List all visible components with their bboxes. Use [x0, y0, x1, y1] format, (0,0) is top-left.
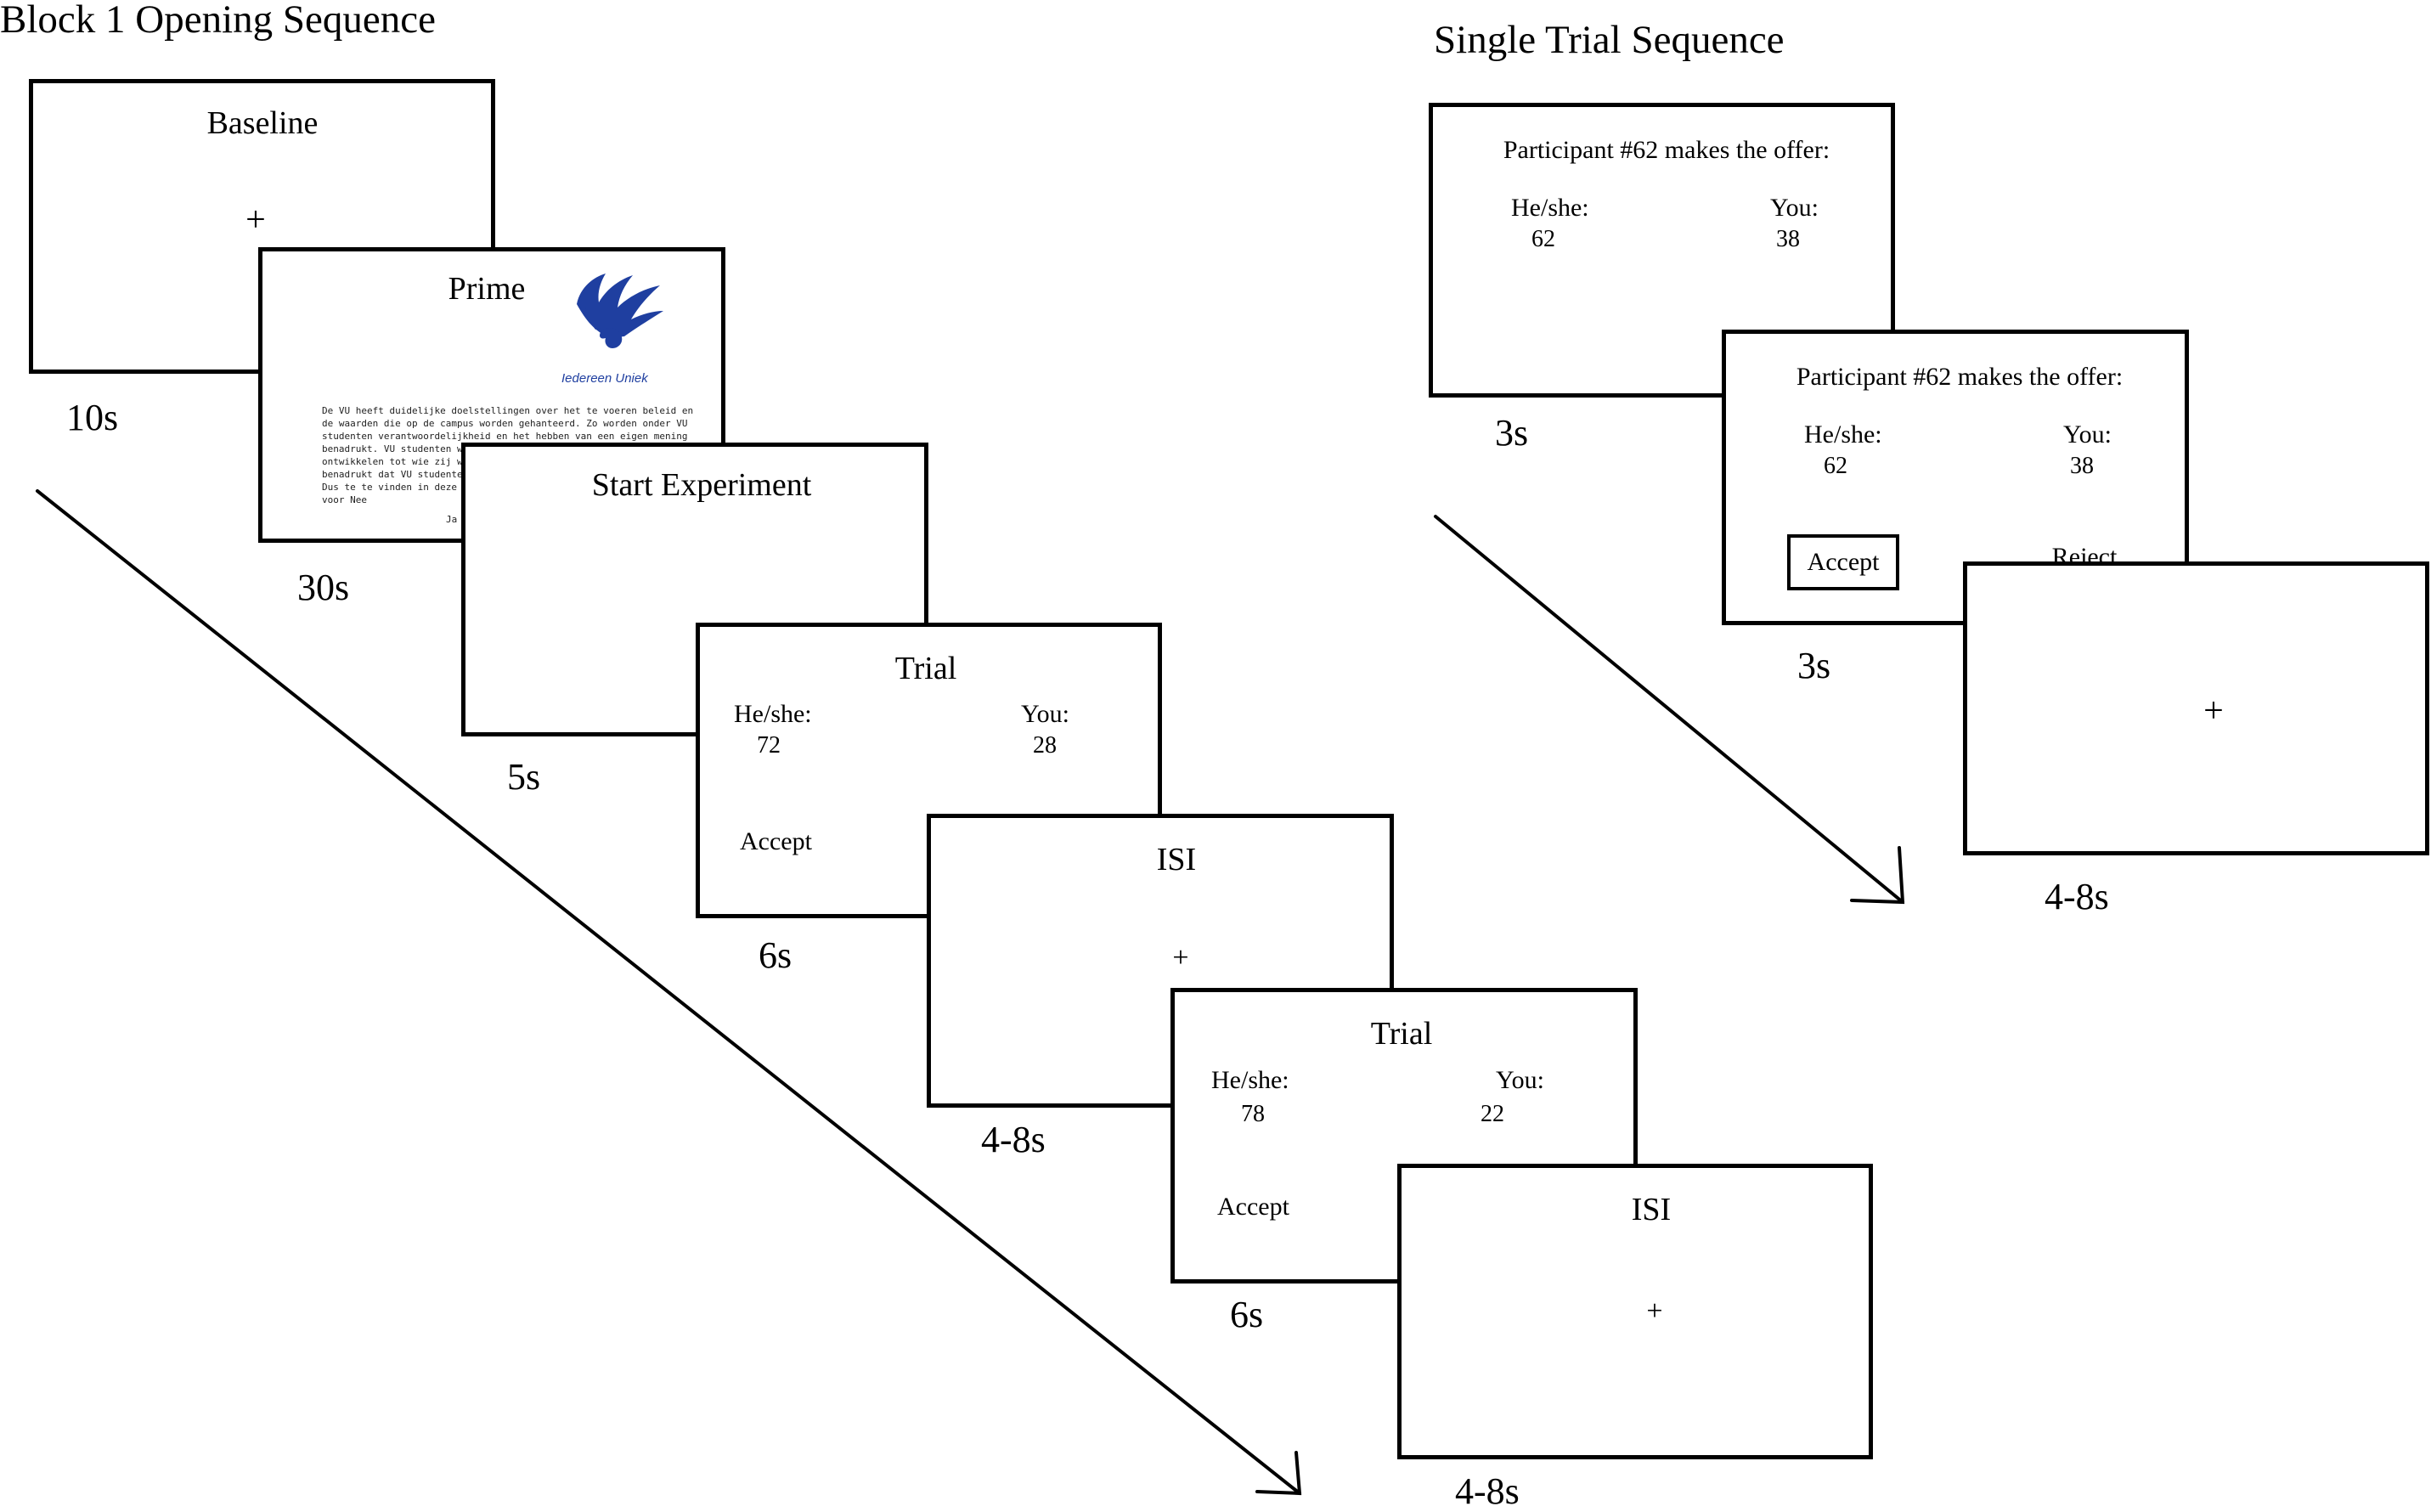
he-she-label: He/she: — [1211, 1066, 1289, 1094]
prime-signature: Ja — [446, 514, 458, 525]
time-arrow-head — [1255, 1451, 1302, 1496]
he-she-label: He/she: — [1804, 420, 1882, 449]
prime-title: Prime — [448, 271, 526, 307]
isi-title: ISI — [1156, 842, 1197, 877]
fixation-cross: + — [1172, 942, 1189, 973]
you-label: You: — [2063, 420, 2112, 449]
fixation-screen: + — [1963, 561, 2429, 855]
baseline-duration: 10s — [66, 397, 119, 438]
you-label: You: — [1496, 1066, 1544, 1094]
time-arrow-line — [1434, 515, 1904, 904]
prime-body-line: de waarden die op de campus worden gehan… — [322, 418, 688, 429]
prime-body-line: studenten verantwoordelijkheid en het he… — [322, 431, 688, 442]
accept-button[interactable]: Accept — [1787, 534, 1899, 590]
offer-duration-2: 3s — [1797, 645, 1831, 686]
offer-screen-1: Participant #62 makes the offer: He/she:… — [1429, 103, 1895, 398]
offer-duration-1: 3s — [1495, 412, 1529, 454]
you-value: 22 — [1481, 1101, 1504, 1127]
fixation-cross: + — [1646, 1295, 1663, 1327]
griffin-logo-icon — [577, 274, 663, 348]
time-arrow-line — [36, 489, 1301, 1495]
prime-body-line: De VU heeft duidelijke doelstellingen ov… — [322, 405, 694, 416]
you-label: You: — [1770, 194, 1819, 222]
isi-screen-2: ISI + — [1397, 1164, 1873, 1459]
logo-text: Iedereen Uniek — [561, 371, 648, 386]
trial-duration-2: 6s — [1230, 1294, 1264, 1335]
baseline-title: Baseline — [206, 105, 319, 141]
you-value: 38 — [1776, 226, 1800, 252]
prime-body-line: benadrukt dat VU studenten — [322, 469, 469, 480]
start-duration: 5s — [507, 756, 541, 798]
offer-text: Participant #62 makes the offer: — [1503, 136, 1830, 164]
you-value: 28 — [1033, 732, 1057, 759]
single-trial-heading: Single Trial Sequence — [1434, 18, 1785, 62]
fixation-duration: 4-8s — [2045, 876, 2109, 917]
he-she-label: He/she: — [1511, 194, 1589, 222]
accept-option: Accept — [1217, 1193, 1289, 1221]
isi-duration-2: 4-8s — [1455, 1470, 1520, 1512]
fixation-cross: + — [2203, 691, 2224, 731]
time-arrow-head — [1850, 846, 1905, 905]
isi-duration-1: 4-8s — [981, 1119, 1046, 1160]
he-she-value: 72 — [757, 732, 781, 759]
you-label: You: — [1021, 700, 1069, 728]
accept-option: Accept — [740, 827, 812, 855]
accept-button-label: Accept — [1807, 548, 1880, 576]
isi-title: ISI — [1631, 1192, 1672, 1227]
start-experiment-title: Start Experiment — [591, 467, 812, 503]
block-heading: Block 1 Opening Sequence — [0, 0, 436, 42]
he-she-value: 62 — [1531, 226, 1555, 252]
trial-title: Trial — [894, 651, 957, 686]
trial-duration-1: 6s — [759, 934, 792, 976]
fixation-cross: + — [245, 200, 266, 240]
prime-body-line: voor Nee — [322, 494, 367, 505]
prime-body-line: Dus te te vinden in deze s — [322, 482, 469, 493]
you-value: 38 — [2070, 453, 2094, 479]
he-she-label: He/she: — [734, 700, 812, 728]
he-she-value: 78 — [1241, 1101, 1265, 1127]
trial-title: Trial — [1370, 1016, 1433, 1052]
he-she-value: 62 — [1824, 453, 1847, 479]
prime-duration: 30s — [297, 567, 350, 608]
offer-text: Participant #62 makes the offer: — [1796, 363, 2124, 391]
